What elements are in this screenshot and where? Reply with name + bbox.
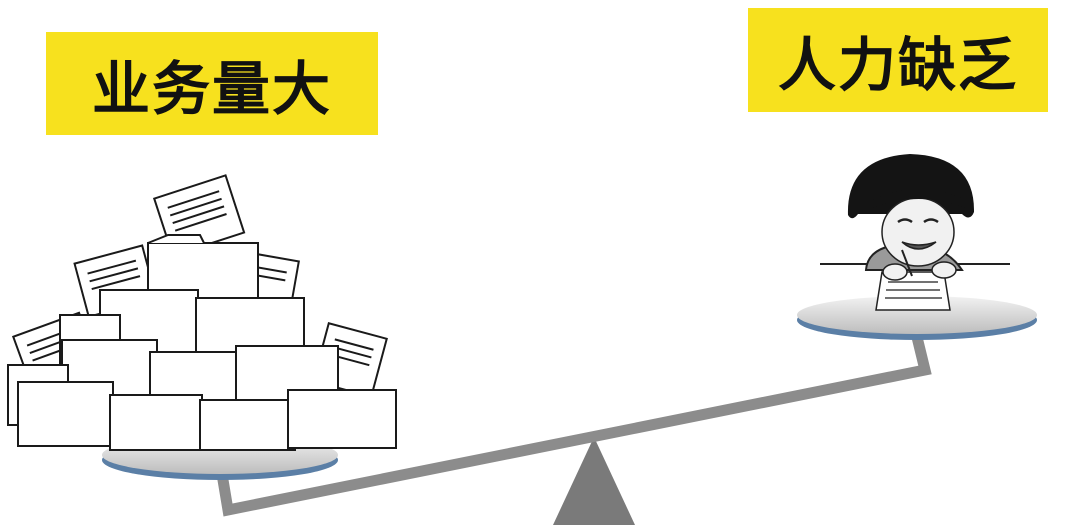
fulcrum xyxy=(553,437,635,525)
document-pile-icon xyxy=(8,175,396,450)
meme-face-person-icon xyxy=(820,154,1010,310)
